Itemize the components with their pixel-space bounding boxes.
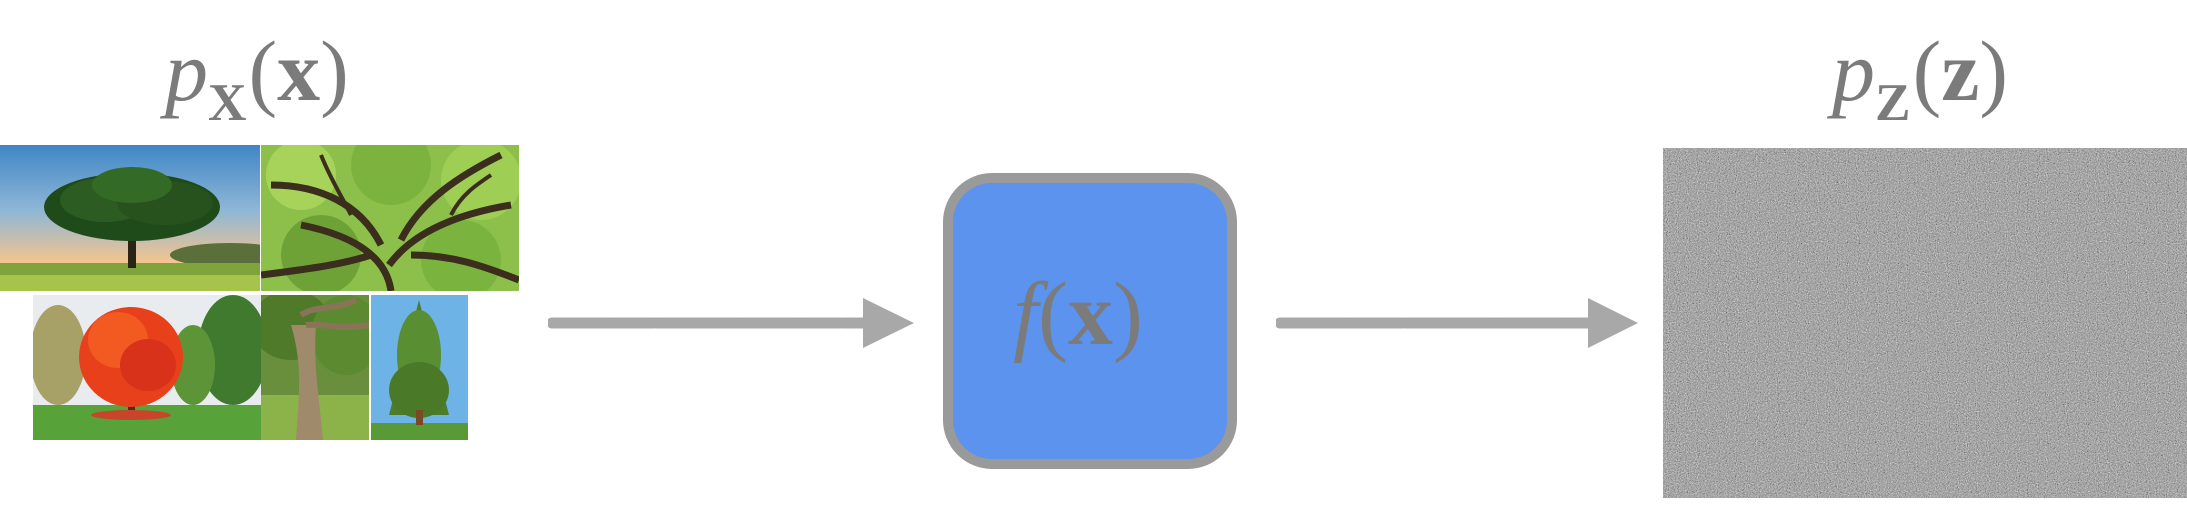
latent-distribution-label: pZ(z) (1832, 28, 2008, 130)
px-subscript: X (208, 72, 247, 133)
arrow-to-latent (1276, 298, 1638, 348)
pz-close-paren: ) (1979, 23, 2009, 119)
tree-photo-oak-sunset (0, 145, 260, 291)
tree-photo-trunk (261, 295, 369, 440)
arrow-to-function (548, 298, 914, 348)
fx-open-paren: ( (1038, 265, 1068, 364)
function-label: f(x) (1013, 270, 1143, 360)
fx-base: f (1013, 265, 1039, 364)
data-distribution-label: pX(x) (165, 28, 349, 130)
tree-photo-red-maple (33, 295, 261, 440)
px-argument: x (277, 23, 321, 119)
pz-base: p (1832, 23, 1875, 119)
gaussian-noise-image (1663, 148, 2187, 498)
pz-argument: z (1941, 23, 1980, 119)
fx-close-paren: ) (1113, 265, 1143, 364)
px-base: p (165, 23, 208, 119)
function-box (943, 173, 1237, 469)
px-close-paren: ) (320, 23, 349, 119)
pz-open-paren: ( (1912, 23, 1942, 119)
tree-photo-live-oak (261, 145, 519, 291)
px-open-paren: ( (248, 23, 278, 119)
pz-subscript: Z (1875, 72, 1911, 133)
fx-argument: x (1068, 265, 1113, 364)
tree-photo-sequoia (371, 295, 468, 440)
